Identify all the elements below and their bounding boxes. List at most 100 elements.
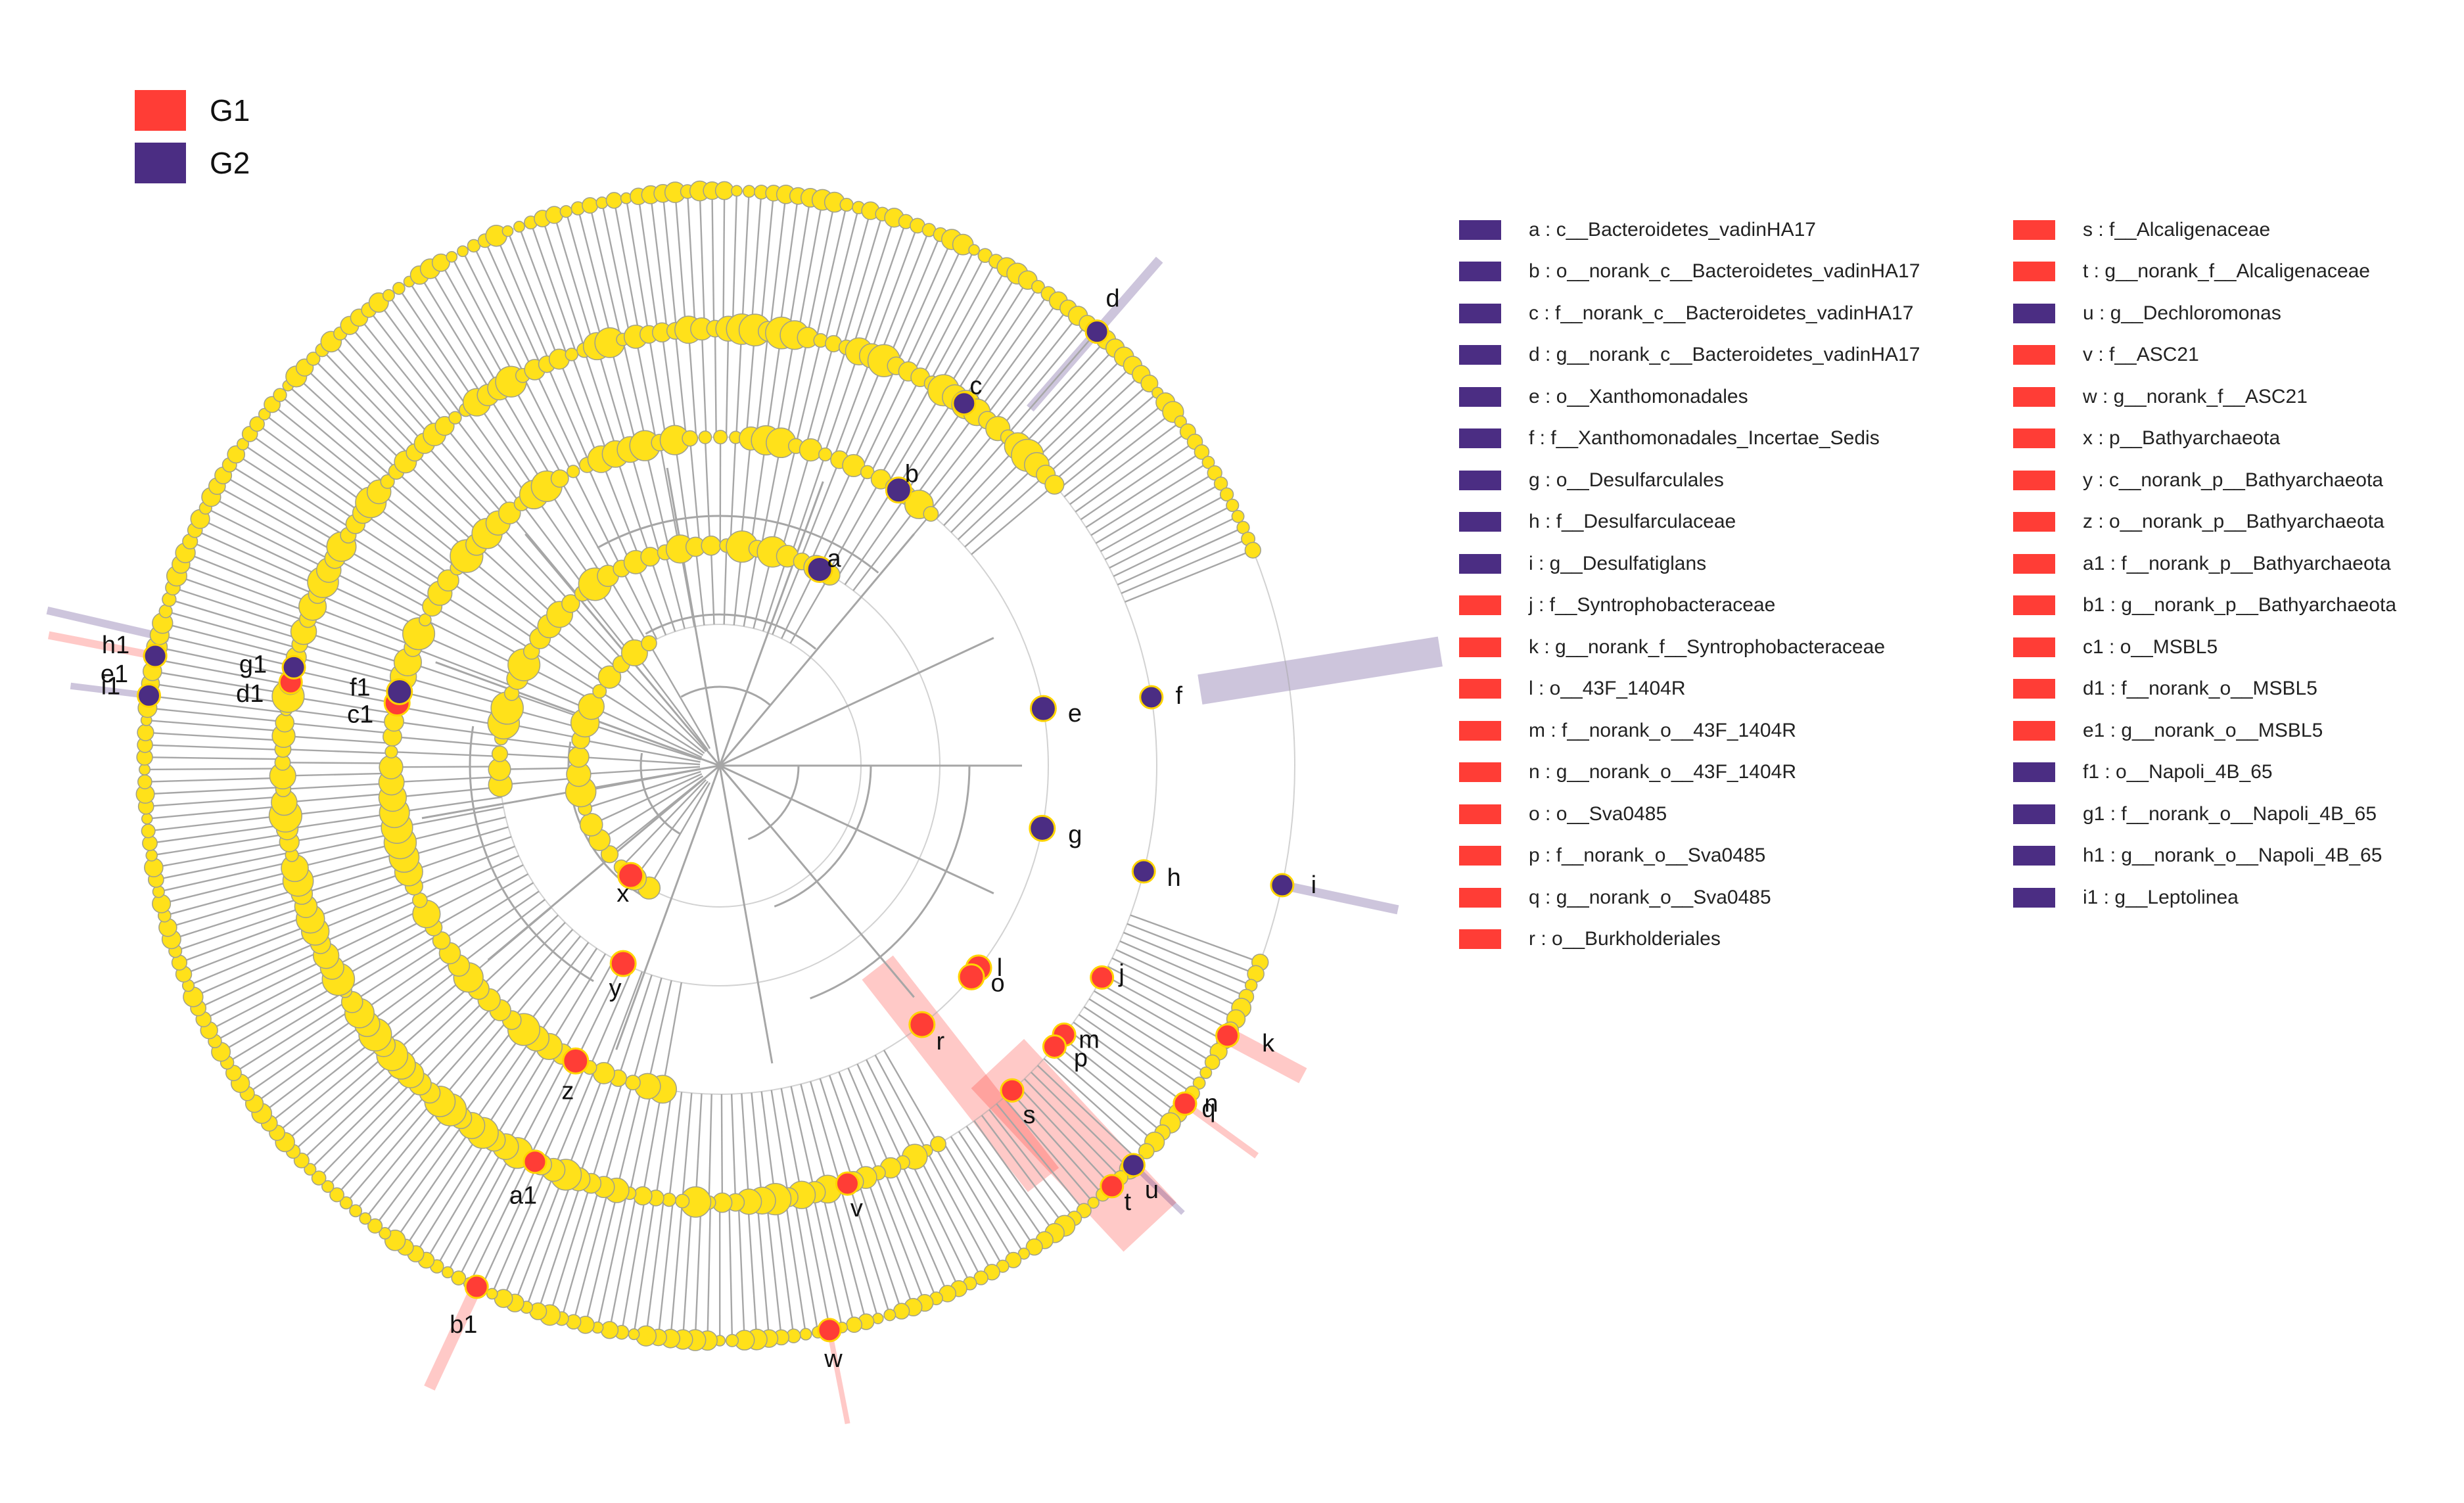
taxon-node (227, 445, 246, 464)
branch (770, 446, 797, 552)
branch (599, 775, 704, 841)
branch (616, 1084, 643, 1191)
branch (394, 1126, 474, 1241)
branch (981, 1115, 1065, 1226)
taxon-node (152, 894, 172, 913)
taxa-swatch-m (1459, 720, 1501, 741)
taxa-label-j: j : f__Syntrophobacteraceae (1529, 594, 1776, 616)
branch (400, 816, 506, 844)
taxon-node (701, 535, 722, 556)
branch (171, 896, 304, 940)
branch (775, 335, 796, 442)
branch (480, 1163, 539, 1289)
biomarker-label-e: e (1068, 700, 1082, 728)
branch (419, 274, 493, 394)
branch (584, 770, 701, 810)
taxa-legend-item-y: y : c__norank_p__Bathyarchaeota (2013, 459, 2396, 501)
branch (432, 605, 528, 660)
taxon-node (142, 835, 158, 851)
taxa-swatch-b1 (2013, 595, 2055, 616)
branch (851, 217, 895, 350)
taxon-node (713, 429, 728, 445)
branch (1023, 1078, 1122, 1178)
biomarker-node-r (908, 1011, 936, 1038)
branch (925, 1150, 993, 1273)
branch (146, 795, 284, 808)
branch (701, 329, 707, 438)
branch (635, 336, 658, 444)
branch (156, 646, 292, 677)
branch (909, 1159, 971, 1284)
branch (497, 522, 572, 604)
biomarker-label-u: u (1145, 1176, 1159, 1204)
branch (833, 210, 872, 344)
branch (1067, 1029, 1178, 1114)
taxa-legend-item-b1: b1 : g__norank_p__Bathyarchaeota (2013, 585, 2396, 627)
taxa-label-x: x : p__Bathyarchaeota (2083, 427, 2281, 450)
branch (312, 605, 414, 647)
taxa-legend-item-k: k : g__norank_f__Syntrophobacteraceae (1459, 626, 1920, 668)
branch (195, 529, 321, 588)
branch (711, 191, 715, 329)
branch (476, 402, 538, 493)
branch (510, 381, 564, 478)
taxon-node (311, 1170, 327, 1186)
branch (737, 1202, 745, 1341)
branch (649, 556, 676, 632)
branch (632, 977, 662, 1083)
branch (522, 375, 572, 473)
branch (179, 914, 310, 963)
branch (900, 1163, 960, 1289)
branch (818, 471, 868, 570)
branch (335, 557, 431, 611)
branch (1058, 402, 1166, 490)
branch (409, 997, 488, 1075)
branch (359, 951, 450, 1014)
taxon-node (1192, 1076, 1206, 1090)
g1-color-swatch (135, 90, 186, 131)
cladogram-branches (144, 190, 1295, 1341)
biomarker-node-y (609, 950, 637, 977)
taxon-node (141, 813, 153, 825)
branch (1127, 923, 1257, 975)
branch (287, 384, 392, 478)
branch (162, 622, 297, 659)
branch (824, 351, 860, 455)
branch (1088, 998, 1207, 1074)
branch (412, 647, 515, 687)
branch (1073, 1021, 1186, 1104)
taxa-legend-item-f: f : f__Xanthomonadales_Incertae_Sedis (1459, 418, 1920, 460)
taxa-legend-item-d: d : g__norank_c__Bacteroidetes_vadinHA17 (1459, 335, 1920, 377)
branch (276, 1044, 384, 1134)
branch (1056, 1044, 1163, 1134)
taxa-legend-item-f1: f1 : o__Napoli_4B_65 (2013, 752, 2396, 794)
branch (596, 1192, 628, 1328)
branch (958, 1131, 1035, 1248)
branch (546, 486, 605, 579)
branch (1117, 526, 1244, 586)
biomarker-label-s: s (1023, 1101, 1035, 1129)
branch (294, 842, 401, 869)
branch (953, 279, 1029, 398)
branch (775, 1199, 795, 1336)
branch (449, 890, 540, 954)
taxon-node (568, 746, 590, 768)
branch (286, 708, 394, 724)
branch (509, 512, 580, 597)
branch (534, 369, 582, 469)
branch (586, 465, 632, 565)
taxon-node (545, 206, 563, 224)
branch (937, 267, 1008, 388)
branch (857, 1180, 902, 1312)
branch (575, 963, 624, 1062)
branch (601, 202, 632, 338)
branch (147, 707, 285, 723)
branch (295, 375, 399, 471)
biomarker-label-j: j (1118, 960, 1124, 987)
branch (842, 214, 883, 347)
taxa-label-o: o : o__Sva0485 (1529, 802, 1667, 825)
branch (1017, 1084, 1113, 1187)
biomarker-node-k (1215, 1023, 1240, 1048)
branch (755, 331, 770, 440)
